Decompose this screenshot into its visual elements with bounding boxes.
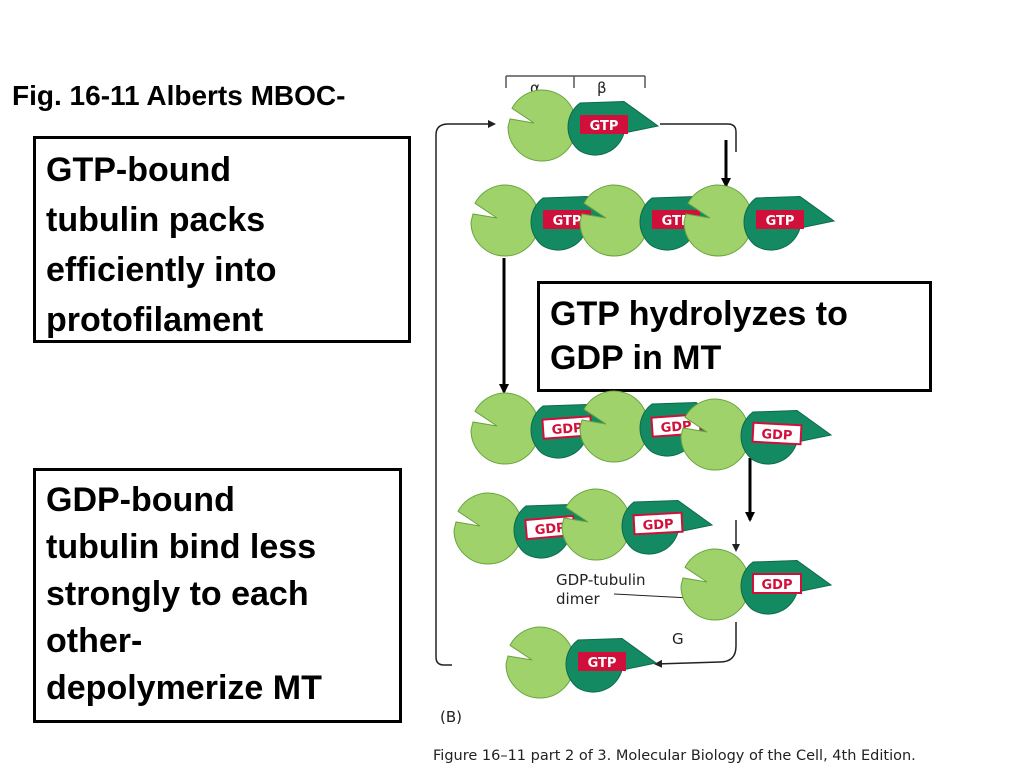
note-line: tubulin packs — [46, 201, 266, 239]
nucleotide-label: GDP — [761, 427, 793, 444]
nucleotide-label: GDP — [534, 521, 566, 539]
dimer-label-line1: GDP-tubulin — [556, 571, 646, 589]
note-line: protofilament — [46, 301, 264, 339]
cycle-connector — [660, 123, 737, 152]
dimer-pointer — [613, 593, 691, 599]
figure-title: Fig. 16-11 Alberts MBOC- — [12, 80, 346, 111]
alpha-tubulin-subunit — [507, 89, 577, 162]
cycle-return-arrow — [435, 120, 496, 666]
alpha-tubulin-subunit — [579, 184, 649, 257]
gdp-bound-note: GDP-bound tubulin bind less strongly to … — [33, 468, 402, 723]
nucleotide-label: GDP — [551, 421, 583, 438]
alpha-tubulin-subunit — [683, 184, 753, 257]
gtp-tag: GTP — [756, 210, 804, 229]
nucleotide-label: GTP — [662, 214, 691, 229]
panel-label: (B) — [440, 708, 462, 726]
subunit-bracket: α β — [505, 75, 646, 97]
cycle-return-bottom-arrow — [654, 622, 737, 668]
alpha-tubulin-subunit — [579, 390, 649, 463]
alpha-tubulin-subunit — [470, 392, 540, 465]
partial-letter: G — [672, 630, 684, 648]
note-line: GDP in MT — [550, 339, 722, 377]
nucleotide-label: GTP — [553, 214, 582, 229]
nucleotide-label: GTP — [766, 214, 795, 229]
gdp-tag: GDP — [632, 511, 684, 536]
gtp-tag: GTP — [578, 652, 626, 671]
note-line: tubulin bind less — [46, 528, 317, 566]
alpha-tubulin-subunit — [680, 398, 750, 471]
nucleotide-label: GTP — [590, 119, 619, 134]
note-line: efficiently into — [46, 251, 277, 289]
note-line: other- — [46, 622, 143, 660]
gdp-tag: GDP — [751, 421, 803, 446]
hydrolysis-note: GTP hydrolyzes to GDP in MT — [537, 281, 932, 392]
note-line: GTP-bound — [46, 151, 232, 189]
dimer-label-line2: dimer — [556, 590, 601, 608]
nucleotide-label: GDP — [642, 517, 674, 534]
nucleotide-label: GDP — [762, 578, 793, 593]
alpha-tubulin-subunit — [505, 626, 575, 699]
beta-label: β — [597, 79, 607, 97]
note-line: depolymerize MT — [46, 669, 322, 707]
gtp-bound-note: GTP-bound tubulin packs efficiently into… — [33, 136, 411, 343]
figure-caption: Figure 16–11 part 2 of 3. Molecular Biol… — [433, 748, 916, 764]
alpha-tubulin-subunit — [470, 184, 540, 257]
note-line: GDP-bound — [46, 481, 235, 519]
note-line: strongly to each — [46, 575, 309, 613]
nucleotide-label: GTP — [588, 656, 617, 671]
gdp-tag: GDP — [752, 573, 802, 594]
alpha-tubulin-subunit — [680, 548, 750, 621]
alpha-tubulin-subunit — [453, 492, 523, 565]
note-line: GTP hydrolyzes to — [550, 295, 848, 333]
gtp-tag: GTP — [580, 115, 628, 134]
alpha-tubulin-subunit — [561, 488, 631, 561]
gtp-tag: GTP — [543, 210, 591, 229]
alpha-label: α — [530, 79, 540, 97]
